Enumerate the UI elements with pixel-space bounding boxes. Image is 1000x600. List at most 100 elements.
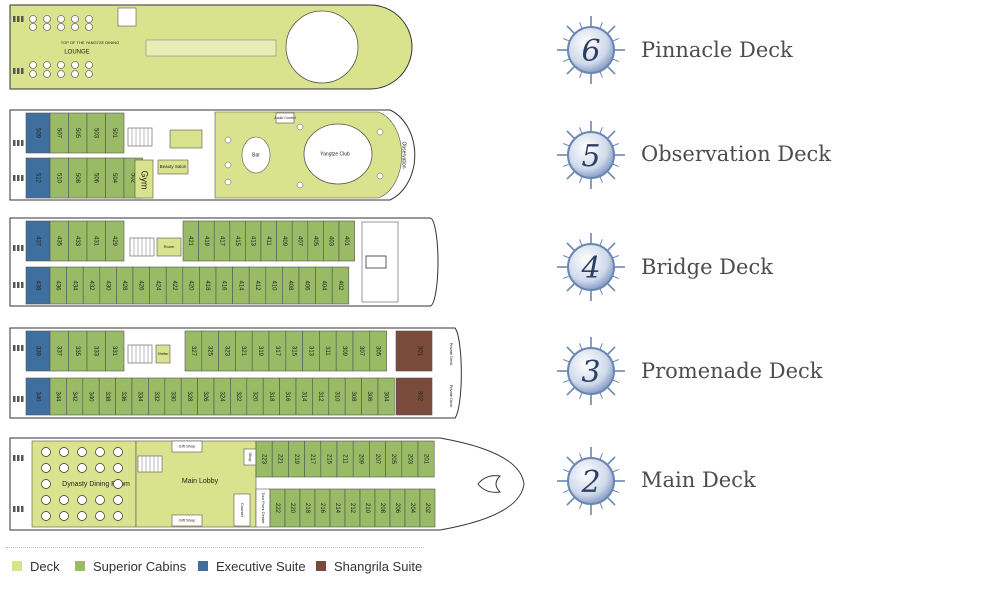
private-deck-label: Private Deck (449, 385, 454, 408)
badge-ray (605, 25, 616, 36)
cabin-429 (105, 220, 125, 262)
gift-shop-label: Gift Shop (179, 444, 196, 449)
cabin-437 (25, 220, 51, 262)
badge-ring (567, 457, 615, 505)
dining-table (77, 511, 87, 521)
pinnacle-rail (13, 68, 16, 74)
cabin-number: 501 (111, 128, 117, 139)
pinnacle-table (71, 61, 79, 69)
cabin-number: 216 (319, 503, 325, 514)
promenade-rail (17, 345, 20, 351)
cabin-number: 415 (234, 236, 240, 247)
cabin-number: 332 (153, 391, 159, 402)
pinnacle-table (29, 70, 37, 78)
cabin-304 (377, 377, 395, 416)
promenade-rail (17, 396, 20, 402)
cabin-401 (338, 220, 355, 262)
dining-table (95, 495, 105, 505)
cabin-number: 405 (312, 236, 318, 247)
main-rail (13, 455, 16, 461)
cabin-number: 503 (93, 128, 99, 139)
deck-4-label: Bridge Deck (641, 255, 773, 279)
cabin-number: 413 (250, 236, 256, 247)
cabin-number: 334 (137, 391, 143, 402)
audio-control-room (275, 112, 295, 124)
cabin-number: 406 (304, 280, 310, 291)
legend-item-executive: Executive Suite (198, 556, 306, 576)
dining-table (95, 447, 105, 457)
cabin-number: 320 (251, 391, 257, 402)
tour-front-label: Tour Front Center (261, 492, 266, 524)
cabin-number: 412 (254, 280, 260, 291)
deck-3-badge: 3 (557, 337, 625, 405)
cabin-number: 429 (111, 236, 117, 247)
cabin-number: 214 (334, 503, 340, 514)
cabin-501 (105, 112, 125, 154)
deck-6-label: Pinnacle Deck (641, 38, 793, 62)
legend-label-executive: Executive Suite (216, 558, 306, 574)
badge-ray (605, 281, 616, 292)
bridge-rail (17, 245, 20, 251)
cabin-201 (417, 440, 435, 478)
deck-5-badge: 5 (557, 121, 625, 189)
badge-ray (605, 456, 616, 467)
cabin-number: 430 (105, 280, 111, 291)
cabin-number: 333 (93, 346, 99, 357)
deck-2-label: Main Deck (641, 468, 756, 492)
club-table (296, 181, 304, 189)
legend-swatch-deck (12, 561, 22, 571)
cabin-number: 420 (188, 280, 194, 291)
cabin-number: 505 (74, 128, 80, 139)
pinnacle-rail (13, 16, 16, 22)
yangtze-club-label: Yangtze Club (320, 151, 350, 157)
beauty-salon (157, 159, 189, 175)
audio-control-label: Audio Control (274, 116, 295, 120)
shop-label: Shop (248, 452, 253, 462)
cabin-number: 434 (71, 280, 77, 291)
dining-table (113, 479, 123, 489)
cabin-number: 504 (111, 173, 117, 184)
dining-table (59, 463, 69, 473)
bridge-rail (21, 245, 24, 251)
badge-ray (566, 242, 577, 253)
dining-table (41, 511, 51, 521)
cabin-number: 402 (337, 280, 343, 291)
cabin-402 (331, 266, 350, 305)
pinnacle-table (57, 15, 65, 23)
cabin-number: 301 (416, 346, 422, 357)
pinnacle-table (85, 61, 93, 69)
cabin-number: 310 (333, 391, 339, 402)
promenade-rail (13, 345, 16, 351)
club-table (224, 136, 232, 144)
main-lobby-label: Main Lobby (182, 478, 219, 485)
cabin-number: 309 (341, 346, 347, 357)
legend-swatch-executive (198, 561, 208, 571)
badge-ray (566, 25, 577, 36)
bar-label: Bar (252, 152, 260, 158)
observation-rail (13, 175, 16, 181)
club-table (376, 172, 384, 180)
cabin-number: 411 (265, 236, 271, 246)
legend-item-deck: Deck (12, 556, 60, 576)
cabin-number: 201 (423, 454, 429, 465)
legend-label-shangrila: Shangrila Suite (334, 558, 423, 574)
pinnacle-table (71, 23, 79, 31)
badge-ray (566, 385, 577, 396)
badge-ray (605, 242, 616, 253)
badge-ray (605, 495, 616, 506)
cabin-340 (25, 377, 51, 416)
legend-item-shangrila: Shangrila Suite (316, 556, 422, 576)
bridge-rail (21, 282, 24, 288)
cabin-number: 312 (317, 391, 323, 402)
club-table (376, 128, 384, 136)
cabin-number: 311 (324, 346, 330, 356)
badge-ring (567, 347, 615, 395)
dining-table (113, 447, 123, 457)
cabin-number: 336 (120, 391, 126, 402)
cabin-number: 418 (204, 280, 210, 291)
dining-table (77, 495, 87, 505)
